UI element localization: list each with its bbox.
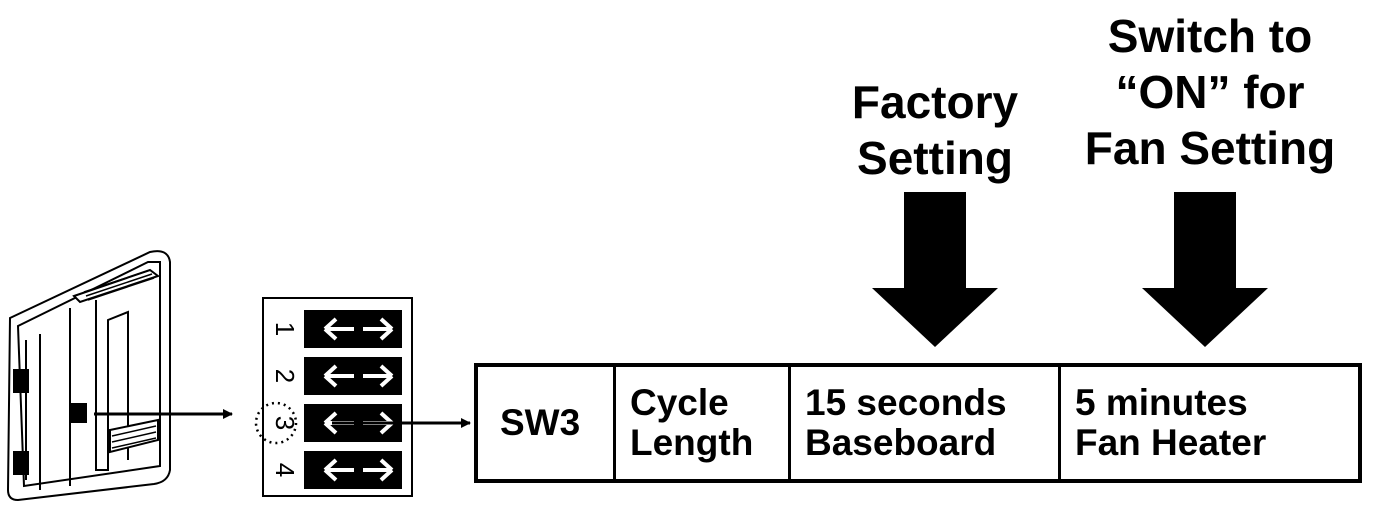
dip-switch-number: 3: [270, 416, 300, 430]
setting-name-cell: Cycle Length: [613, 363, 791, 483]
setting-name-line1: Cycle: [630, 382, 729, 423]
switch-label-line3: Fan Setting: [1084, 122, 1336, 174]
dip-switch-4: [304, 451, 402, 489]
off-option-cell: 15 seconds Baseboard: [788, 363, 1061, 483]
switch-name: SW3: [500, 402, 581, 443]
switch-name-cell: SW3: [474, 363, 616, 483]
vent-slots-bottom: [111, 425, 157, 449]
switch-label-line1: Switch to: [1107, 10, 1313, 62]
setting-name-line2: Length: [630, 422, 754, 463]
factory-label-line2: Setting: [857, 132, 1013, 184]
switch-label-line2: “ON” for: [1115, 66, 1305, 118]
dip-switch-number: 1: [270, 322, 300, 336]
table-row: SW3 Cycle Length 15 seconds Baseboard 5 …: [474, 363, 1362, 483]
on-option-cell: 5 minutes Fan Heater: [1058, 363, 1362, 483]
factory-label-line1: Factory: [851, 76, 1019, 128]
dip-switch-1: [304, 310, 402, 348]
off-option-line2: Baseboard: [805, 422, 997, 463]
dip-switch-block: 1 2 3 4: [254, 297, 413, 497]
setting-table: SW3 Cycle Length 15 seconds Baseboard 5 …: [474, 363, 1362, 483]
fan-arrow-icon: [1142, 192, 1268, 347]
highlight-circle: [254, 401, 298, 445]
on-option-line1: 5 minutes: [1075, 382, 1248, 423]
fan-setting-label: Switch to “ON” for Fan Setting: [1070, 8, 1350, 176]
dip-switch-number: 4: [270, 463, 300, 477]
on-option-line2: Fan Heater: [1075, 422, 1267, 463]
factory-arrow-icon: [872, 192, 998, 347]
factory-setting-label: Factory Setting: [830, 74, 1040, 186]
dip-switch-number: 2: [270, 369, 300, 383]
vent-slots-top: [83, 269, 155, 301]
off-option-line1: 15 seconds: [805, 382, 1007, 423]
dip-switch-2: [304, 357, 402, 395]
thermostat-device-illustration: [6, 250, 171, 502]
